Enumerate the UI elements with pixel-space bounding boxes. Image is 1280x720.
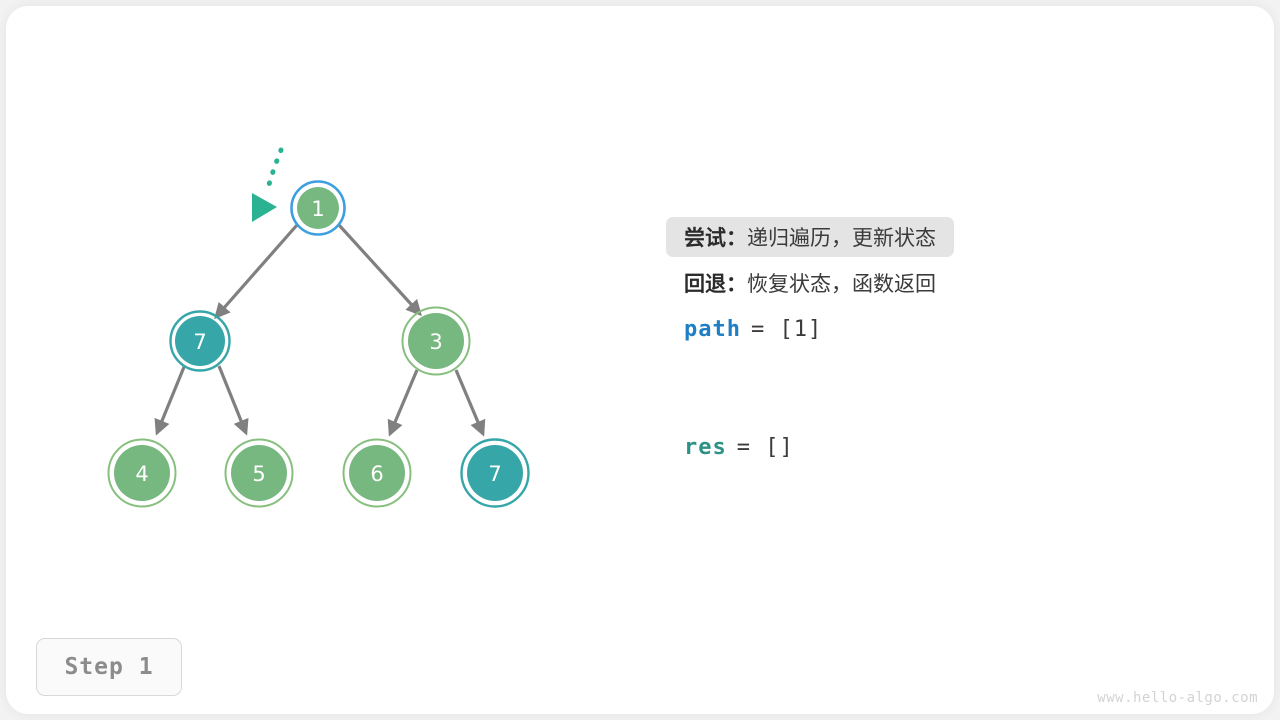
step-badge: Step 1 (36, 638, 182, 696)
binary-tree-graphic: 4 5 6 7 (107, 147, 530, 508)
edge-1-7 (214, 223, 299, 320)
panel-spacer (684, 352, 1244, 424)
tree-node-5[interactable]: 5 (224, 438, 294, 508)
tree-nodes: 4 5 6 7 (107, 180, 530, 508)
tree-node-7-right-label: 7 (488, 462, 501, 486)
tree-node-3[interactable]: 3 (401, 306, 471, 376)
path-line: path = [1] (684, 306, 1244, 352)
res-variable-value: = [] (736, 434, 794, 460)
edge-7-4 (154, 366, 186, 436)
res-line: res = [] (684, 424, 1244, 470)
backtrack-label: 回退： (684, 272, 747, 296)
tree-node-3-label: 3 (429, 330, 442, 354)
tree-node-1-root[interactable]: 1 (290, 180, 346, 236)
edge-1-3 (337, 223, 422, 317)
watermark: www.hello-algo.com (1097, 690, 1258, 706)
tree-node-7-right[interactable]: 7 (460, 438, 530, 508)
edge-3-6 (387, 369, 419, 437)
tree-node-4[interactable]: 4 (107, 438, 177, 508)
try-highlight: 尝试： 递归遍历，更新状态 (666, 217, 954, 257)
res-variable-name: res (684, 434, 727, 460)
try-text: 递归遍历，更新状态 (747, 226, 936, 250)
tree-node-6[interactable]: 6 (342, 438, 412, 508)
diagram-card (6, 6, 1274, 714)
tree-edges (154, 223, 486, 437)
edge-7-5 (217, 365, 249, 436)
tree-node-7-left[interactable]: 7 (169, 310, 231, 372)
tree-node-6-label: 6 (370, 462, 383, 486)
path-variable-name: path (684, 316, 741, 342)
watermark-text: www.hello-algo.com (1097, 690, 1258, 706)
step-badge-label: Step 1 (64, 654, 154, 680)
tree-node-5-label: 5 (252, 462, 265, 486)
backtrack-text: 恢复状态，函数返回 (747, 272, 936, 296)
tree-node-1-root-label: 1 (311, 197, 324, 221)
current-node-pointer-icon (252, 147, 284, 222)
tree-node-7-left-label: 7 (193, 330, 206, 354)
try-line: 尝试： 递归遍历，更新状态 (666, 214, 1244, 260)
tree-node-4-label: 4 (135, 462, 148, 486)
path-variable-value: = [1] (750, 316, 823, 342)
try-label: 尝试： (684, 226, 747, 250)
state-panel: 尝试： 递归遍历，更新状态 回退： 恢复状态，函数返回 path = [1] r… (666, 214, 1244, 470)
backtrack-line: 回退： 恢复状态，函数返回 (684, 260, 1244, 306)
edge-3-7 (454, 369, 486, 437)
